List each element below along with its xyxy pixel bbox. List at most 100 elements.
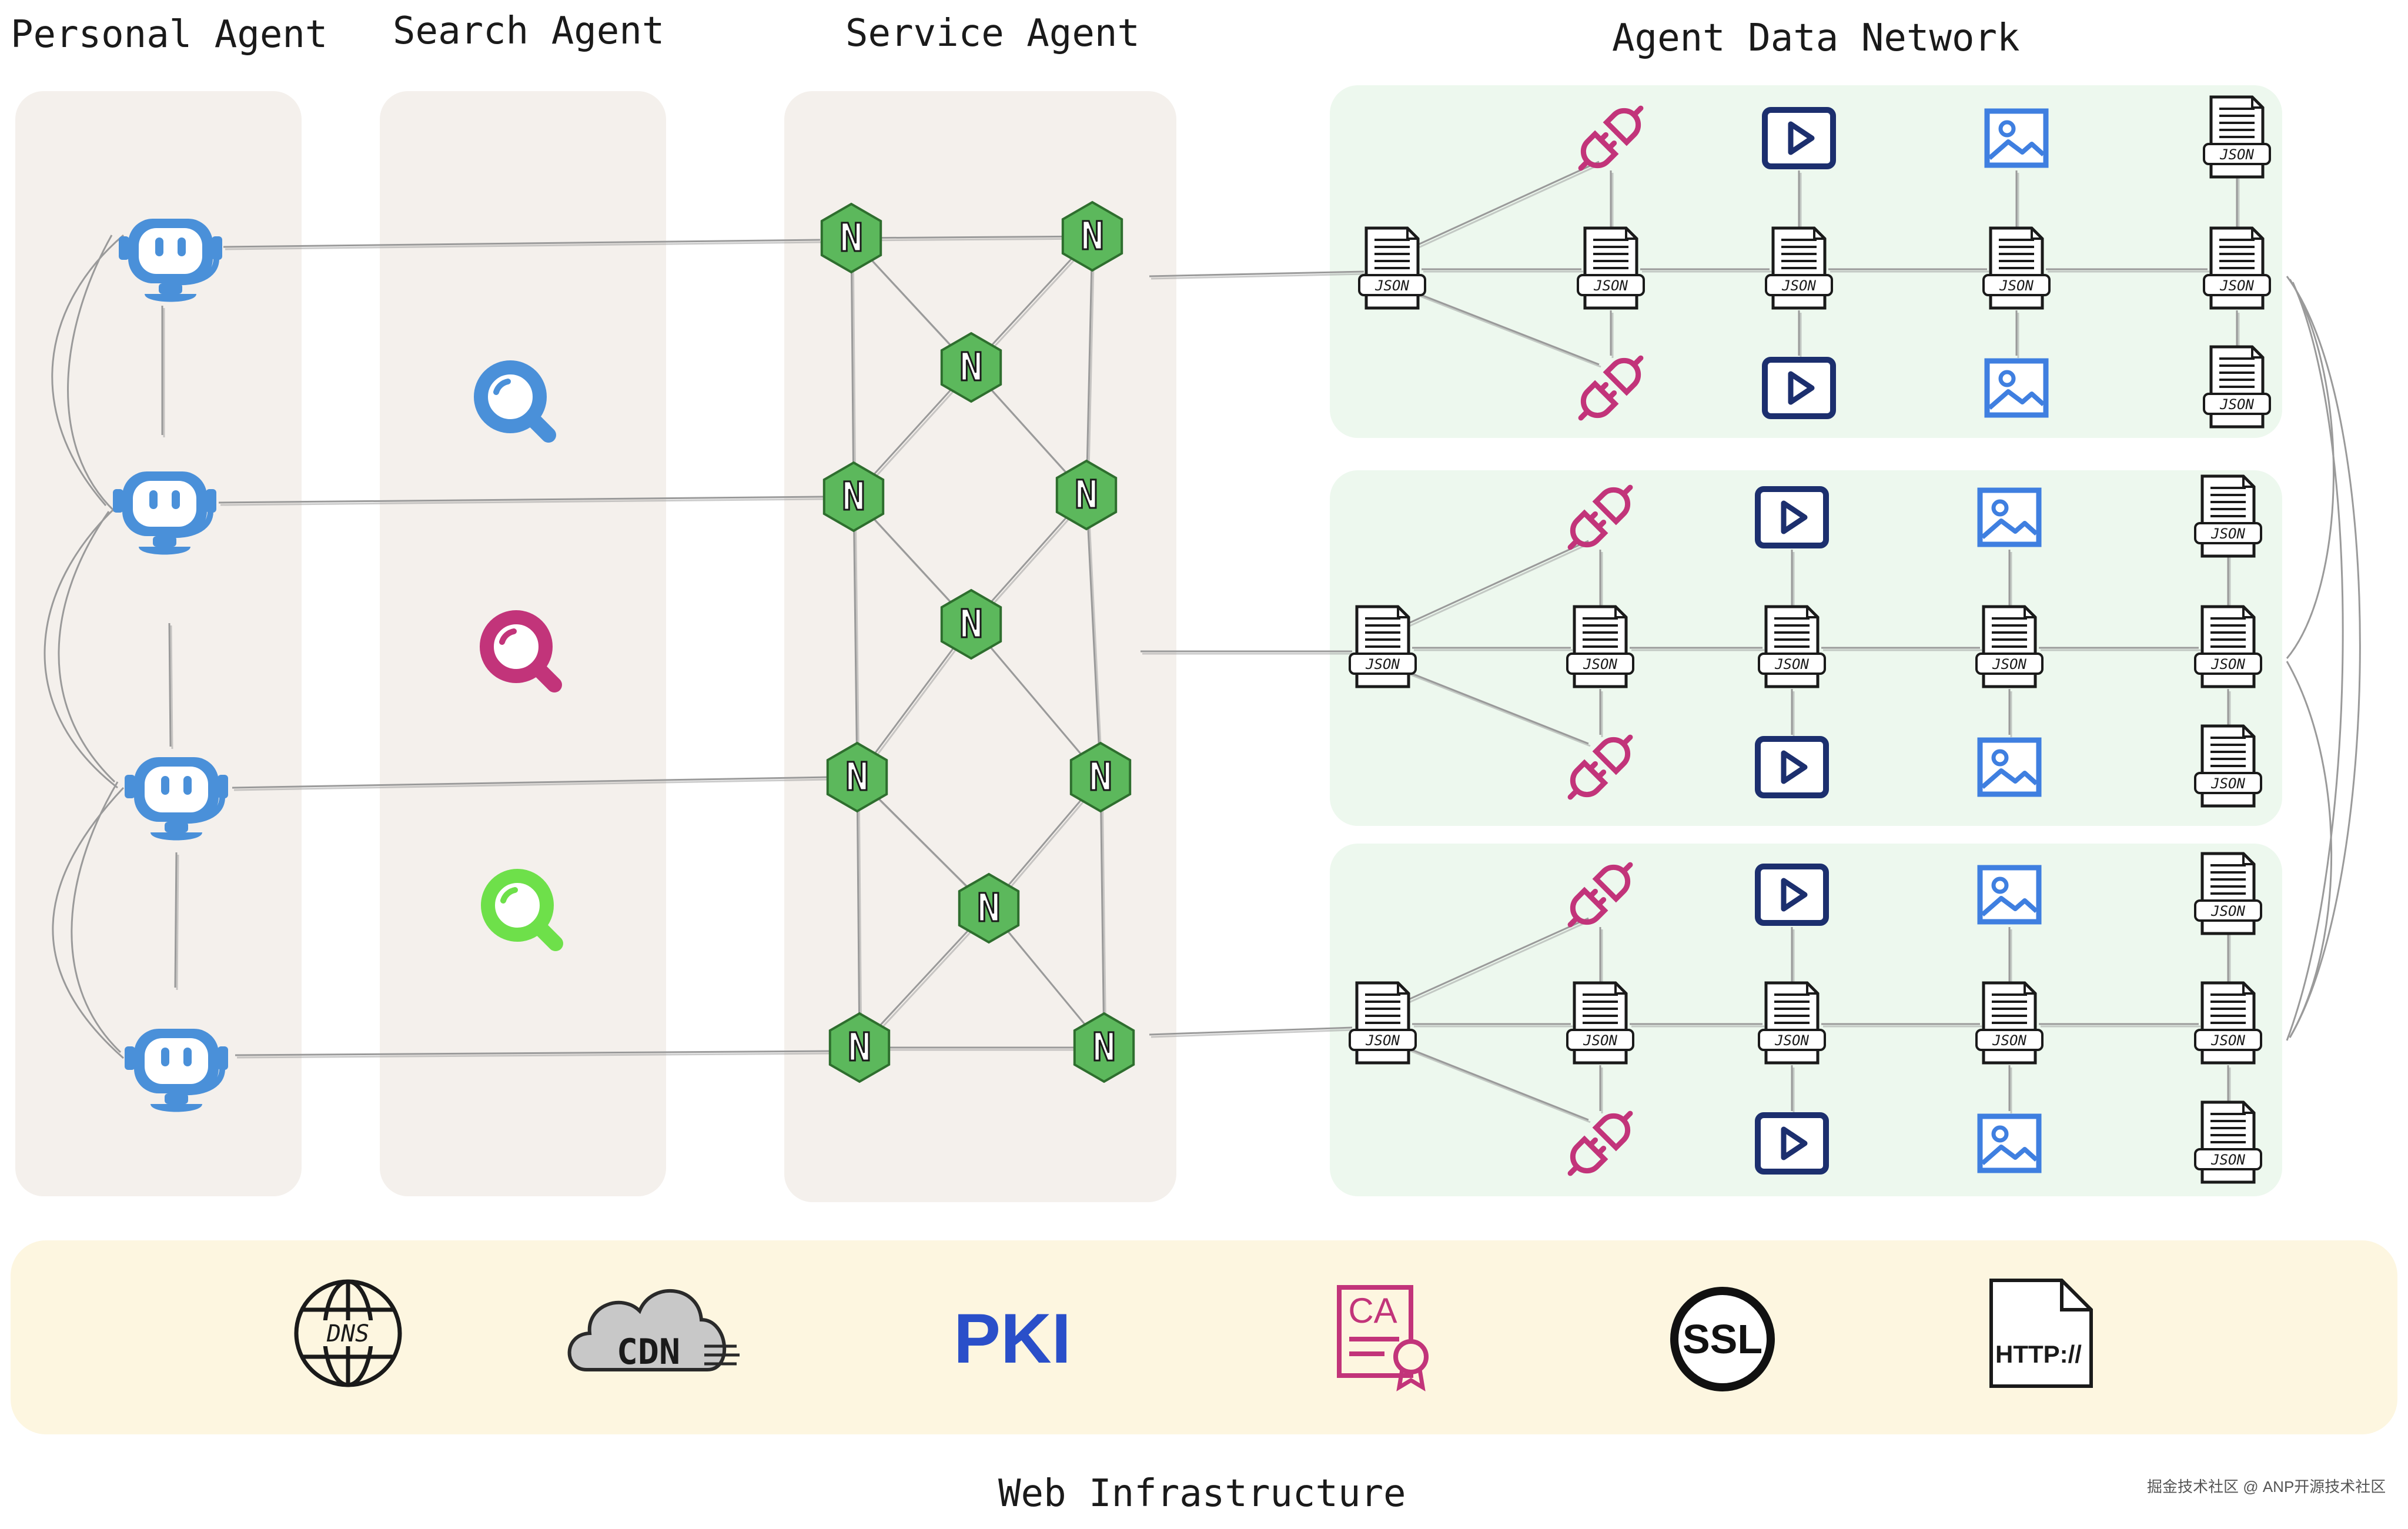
node-letter: N [845,754,869,799]
connector-line [170,625,173,750]
watermark: 掘金技术社区 @ ANP开源技术社区 [2147,1478,2386,1495]
json-label: JSON [2210,526,2245,542]
json-file-icon: JSON [2194,724,2262,808]
connector-line [225,241,822,250]
connector-line [1415,160,1600,247]
connector-line [174,852,178,988]
nginx-node-icon: N [828,1012,891,1083]
nginx-node-icon: N [1073,1012,1135,1083]
json-label: JSON [1365,656,1400,673]
play-icon [1762,107,1836,169]
json-label: JSON [2210,656,2245,673]
cdn-cloud-icon: CDN [567,1289,740,1373]
personal-agent-panel [15,91,302,1196]
json-label: JSON [2210,1032,2245,1049]
plug-icon [1567,734,1633,800]
connector-line [1085,236,1093,496]
nginx-node-icon: N [1069,741,1132,813]
json-label: JSON [1365,1032,1400,1049]
json-file-icon: JSON [1975,981,2044,1065]
json-file-icon: JSON [2203,226,2271,310]
json-file-icon: JSON [2194,852,2262,935]
http-label: HTTP:// [1995,1340,2082,1368]
cdn-label: CDN [617,1331,680,1373]
connector-line [858,779,862,1050]
node-letter: N [842,474,865,519]
ssl-icon: SSL [1670,1287,1775,1391]
connector-line [1407,919,1591,1004]
connector-curve [71,781,122,1053]
connector-line [858,907,990,1049]
connector-line [1085,494,1102,778]
dns-globe-icon: DNS [294,1279,402,1387]
node-letter: N [848,1025,871,1070]
image-icon [1977,1113,2042,1173]
connector-line [223,239,821,248]
nginx-node-icon: N [940,332,1002,403]
json-label: JSON [1583,1032,1617,1049]
connector-line [856,777,861,1048]
plug-icon [1578,355,1644,421]
connector-line [1406,540,1589,625]
json-label: JSON [1593,277,1628,294]
connector-curve [44,504,119,789]
json-file-icon: JSON [1349,605,1417,688]
json-file-icon: JSON [2203,95,2271,179]
plug-icon [1567,484,1633,550]
connector-line [233,778,831,791]
json-label: JSON [1992,656,2026,673]
personal-agent-title: Personal Agent [11,13,327,56]
json-label: JSON [2219,146,2254,163]
json-label: JSON [1999,277,2034,294]
ca-label: CA [1348,1291,1397,1330]
connector-line [232,776,830,789]
robot-icon [125,757,228,841]
robot-icon [119,219,222,302]
json-file-icon: JSON [2203,345,2271,429]
ssl-label: SSL [1683,1316,1762,1362]
json-label: JSON [2210,775,2245,792]
pki-label: PKI [954,1299,1071,1378]
node-letter: N [1075,472,1098,517]
connector-line [1417,163,1601,249]
connector-line [1151,1029,1354,1038]
play-icon [1755,864,1829,926]
image-icon [1977,865,2042,925]
connector-curve [2286,282,2344,1041]
connector-line [1406,917,1589,1002]
json-label: JSON [2219,277,2254,294]
node-letter: N [1089,754,1112,799]
json-file-icon: JSON [1566,981,1634,1065]
connector-line [1149,1026,1353,1036]
robot-icon [113,471,216,555]
json-file-icon: JSON [1982,226,2051,310]
connector-curve [2286,276,2361,1038]
play-icon [1755,1112,1829,1175]
connector-line [235,1050,832,1056]
image-icon [1984,108,2049,168]
connector-line [856,624,972,778]
json-label: JSON [1583,656,1617,673]
connector-line [1407,542,1591,628]
json-label: JSON [1774,1032,1809,1049]
search-icon [480,610,562,692]
json-file-icon: JSON [1975,605,2044,688]
connector-line [236,1052,834,1059]
connector-line [168,623,172,747]
connector-curve [58,511,116,783]
json-label: JSON [2210,1152,2245,1168]
connector-line [218,496,824,504]
json-file-icon: JSON [2194,605,2262,688]
json-label: JSON [1992,1032,2026,1049]
play-icon [1762,357,1836,419]
json-label: JSON [1374,277,1409,294]
nginx-node-icon: N [822,461,885,533]
agent-data-network-title: Agent Data Network [1612,16,2020,60]
connector-line [851,235,1093,239]
connector-line [220,498,825,506]
node-letter: N [1081,213,1104,259]
nginx-node-icon: N [1061,200,1123,272]
dns-label: DNS [326,1320,369,1347]
